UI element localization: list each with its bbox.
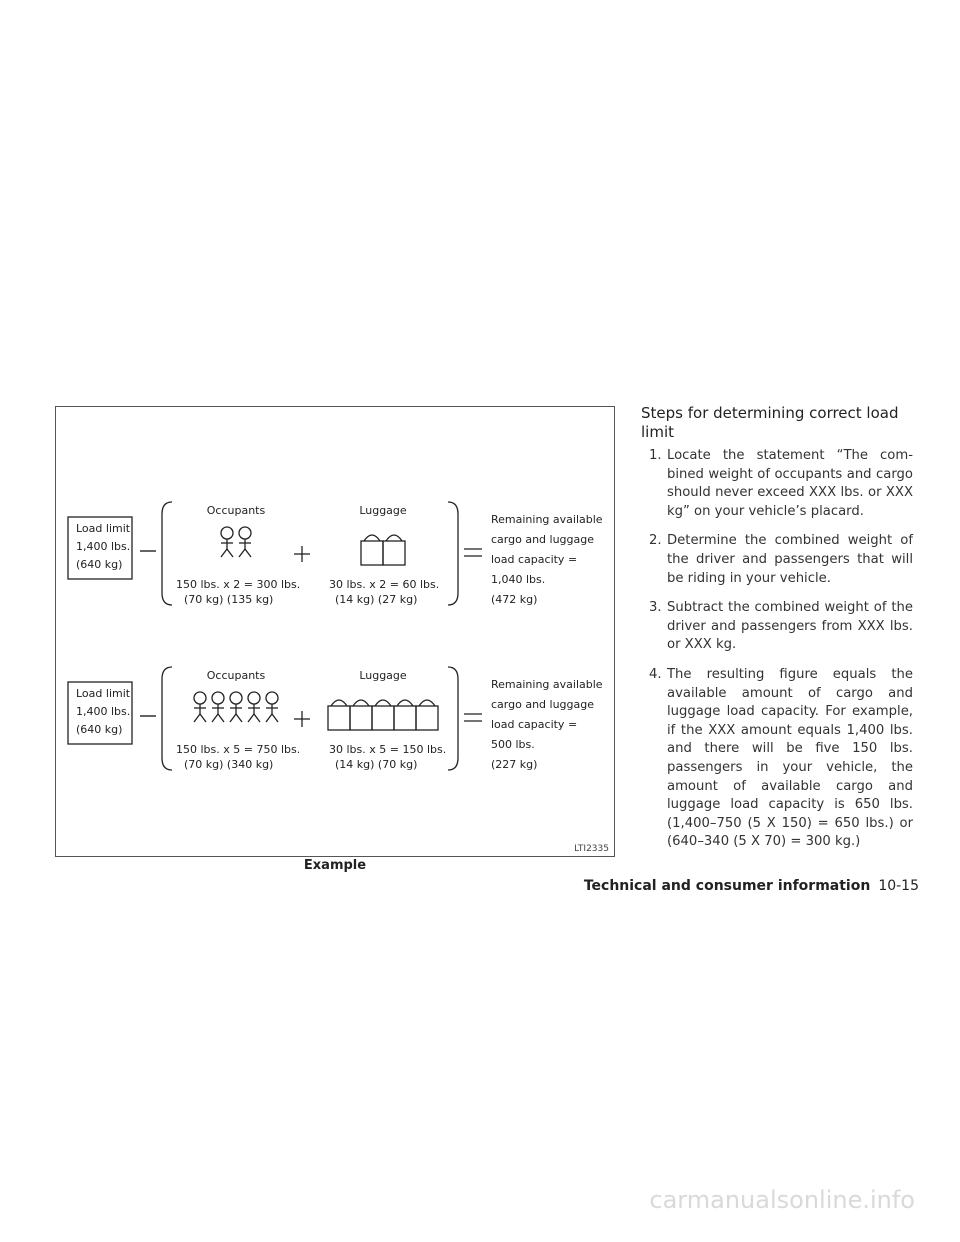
occupants-kg: (70 kg) (340 kg) [184,758,273,771]
watermark: carmanualsonline.info [649,1186,915,1214]
luggage-bag-handle [330,699,348,707]
luggage-bag-body [371,705,395,731]
luggage-bag-body [327,705,351,731]
load-limit-text: 1,400 lbs. [76,540,130,553]
step-item: 2. Determine the combined weight of the d… [641,532,913,588]
occupant-figure-leg-left [220,548,228,558]
footer-section-title: Technical and consumer information [583,878,871,894]
step-item: 4. The resulting figure equals the availa… [641,666,913,852]
occupant-figure-leg-left [265,713,273,723]
luggage-bag-body [393,705,417,731]
load-limit-text: Load limit [76,687,131,700]
remaining-capacity-text: 1,040 lbs. [491,573,545,586]
load-limit-box [67,516,133,580]
step-text: Locate the statement “The com­bined weig… [667,448,913,519]
occupant-figure-leg-left [247,713,255,723]
section-heading: Steps for determining correct load limit [641,404,899,441]
page-footer: Technical and consumer information 10-15 [584,878,919,894]
left-bracket [161,666,173,771]
step-number: 1. [649,448,662,463]
occupant-figure-leg-left [193,713,201,723]
page-number: 10-15 [878,878,919,894]
right-bracket [447,501,459,606]
figure-code: LTI2335 [574,844,609,854]
luggage-bag-handle [352,699,370,707]
step-number: 2. [649,533,662,549]
occupant-figure-head [265,691,279,705]
remaining-capacity-text: (472 kg) [491,593,537,606]
remaining-capacity-text: Remaining available [491,678,603,691]
load-limit-example-figure: Load limit 1,400 lbs. (640 kg) Occupants 150… [55,406,615,857]
occupant-figure-leg-right [271,713,279,723]
luggage-bag-body [415,705,439,731]
occupant-figure-leg-right [217,713,225,723]
occupant-figure-head [229,691,243,705]
occupant-figure-head [211,691,225,705]
occupant-figure-head [238,526,252,540]
steps-list: 1. Locate the statement “The com­bined we… [641,447,913,863]
remaining-capacity-text: load capacity = [491,718,577,731]
occupants-title: Occupants [207,504,266,517]
step-text: Subtract the combined weight of the driv… [667,600,913,653]
luggage-bag-handle [396,699,414,707]
occupants-calculation: 150 lbs. x 5 = 750 lbs. [176,743,300,756]
luggage-bag-handle [418,699,436,707]
luggage-kg: (14 kg) (70 kg) [335,758,417,771]
luggage-kg: (14 kg) (27 kg) [335,593,417,606]
right-bracket [447,666,459,771]
occupant-figure-leg-left [238,548,246,558]
occupant-figure-leg-right [199,713,207,723]
luggage-calculation: 30 lbs. x 2 = 60 lbs. [329,578,439,591]
load-limit-diagram: Load limit 1,400 lbs. (640 kg) Occupants 150… [67,501,609,854]
remaining-capacity-text: Remaining available [491,513,603,526]
luggage-title: Luggage [359,504,407,517]
luggage-bag-body [382,540,406,566]
load-limit-text: 1,400 lbs. [76,705,130,718]
remaining-capacity-text: cargo and luggage [491,533,594,546]
load-limit-text: (640 kg) [76,558,122,571]
occupants-calculation: 150 lbs. x 2 = 300 lbs. [176,578,300,591]
occupant-figure-leg-right [244,548,252,558]
luggage-bag-body [349,705,373,731]
left-bracket [161,501,173,606]
luggage-bag-handle [374,699,392,707]
load-limit-box [67,681,133,745]
luggage-bag-body [360,540,384,566]
remaining-capacity-text: load capacity = [491,553,577,566]
remaining-capacity-text: (227 kg) [491,758,537,771]
luggage-bag-handle [385,534,403,542]
step-item: 3. Subtract the combined weight of the dr… [641,599,913,655]
step-item: 1. Locate the statement “The com­bined we… [641,447,913,521]
occupants-title: Occupants [207,669,266,682]
figure-caption: Example [303,858,367,873]
load-limit-text: (640 kg) [76,723,122,736]
occupant-figure-leg-left [229,713,237,723]
occupant-figure-head [193,691,207,705]
occupant-figure-leg-left [211,713,219,723]
load-limit-text: Load limit [76,522,131,535]
remaining-capacity-text: cargo and luggage [491,698,594,711]
remaining-capacity-text: 500 lbs. [491,738,535,751]
luggage-calculation: 30 lbs. x 5 = 150 lbs. [329,743,446,756]
step-text: The resulting figure equals the availabl… [667,666,913,850]
occupant-figure-leg-right [253,713,261,723]
step-number: 3. [649,600,662,616]
occupant-figure-leg-right [235,713,243,723]
step-number: 4. [649,666,662,682]
luggage-title: Luggage [359,669,407,682]
luggage-bag-handle [363,534,381,542]
step-text: Determine the combined weight of the dri… [667,533,913,586]
occupants-kg: (70 kg) (135 kg) [184,593,273,606]
occupant-figure-head [247,691,261,705]
occupant-figure-leg-right [226,548,234,558]
occupant-figure-head [220,526,234,540]
